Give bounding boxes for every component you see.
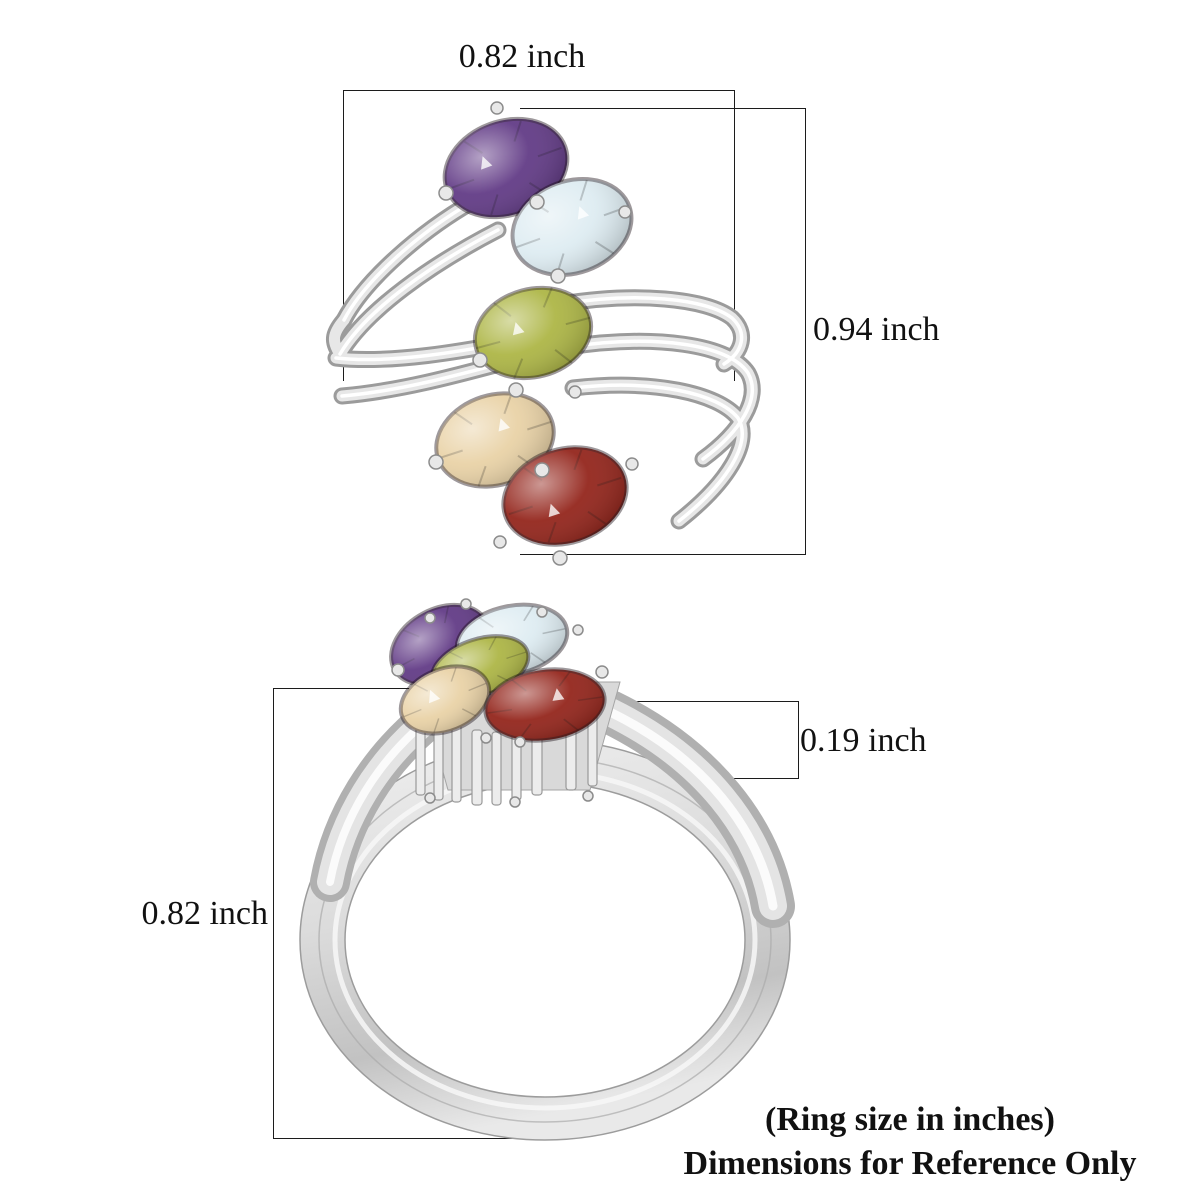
top-view-width-dimension-box	[343, 90, 735, 381]
top-view-width-label: 0.82 inch	[458, 38, 586, 75]
ring-top-view-image	[320, 101, 820, 566]
top-view-height-dimension-box	[520, 108, 806, 555]
side-view-band	[299, 690, 795, 1141]
footer-ring-size-note: (Ring size in inches)	[765, 1101, 1055, 1138]
citrine-gem	[425, 383, 565, 497]
citrine-gem-side	[393, 658, 497, 742]
side-view-thickness-label: 0.19 inch	[800, 722, 927, 759]
side-view-height-label: 0.82 inch	[141, 895, 268, 932]
side-view-prong-balls	[391, 598, 609, 808]
footer-reference-note: Dimensions for Reference Only	[683, 1145, 1137, 1182]
peridot-gem	[464, 279, 602, 387]
garnet-gem	[495, 439, 635, 553]
ring-side-view-image	[299, 593, 795, 1141]
top-view-prong-balls	[428, 101, 639, 566]
top-view-height-label: 0.94 inch	[813, 311, 940, 348]
footer-note: (Ring size in inches) Dimensions for Ref…	[650, 1098, 1170, 1186]
garnet-gem-side	[482, 666, 608, 744]
amethyst-gem	[436, 110, 576, 226]
